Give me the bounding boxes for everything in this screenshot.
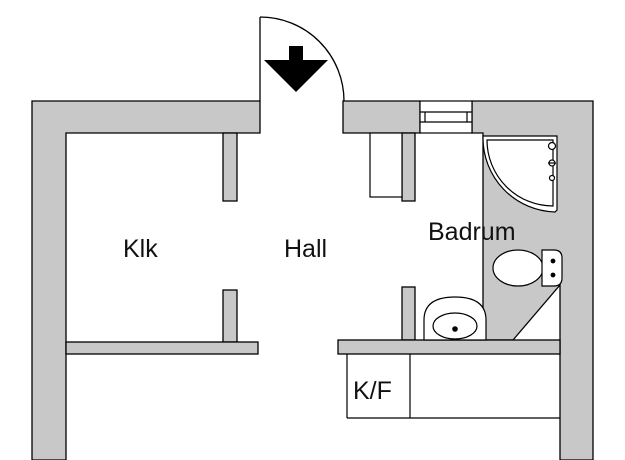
- wall-klk-bottom: [65, 341, 259, 355]
- room-label-hall: Hall: [284, 235, 327, 263]
- hall-wardrobe: [369, 132, 403, 198]
- sink: [423, 296, 487, 341]
- wall-bath-upper: [401, 132, 416, 202]
- wall-bath-lower: [401, 286, 416, 341]
- room-label-kf: K/F: [353, 377, 392, 405]
- entrance-door: [259, 16, 345, 102]
- kf-closet: [346, 354, 560, 419]
- room-label-klk: Klk: [123, 235, 158, 263]
- wall-divider-upper: [222, 132, 238, 202]
- room-label-badrum: Badrum: [428, 218, 516, 246]
- toilet: [492, 249, 563, 287]
- wall-outer-left: [31, 100, 261, 460]
- wall-divider-lower: [222, 289, 238, 343]
- wall-bath-bottom: [337, 339, 561, 355]
- wall-top-middle: [342, 100, 421, 134]
- window: [419, 100, 473, 134]
- shower: [482, 135, 558, 213]
- entrance-arrow-icon: [264, 46, 328, 92]
